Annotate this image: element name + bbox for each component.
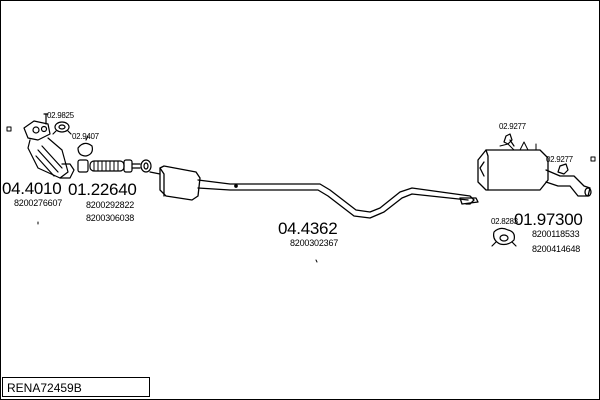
gasket-fitting-1 [52,121,72,135]
part-number-label: 01.22640 [68,180,137,199]
leader-dot [315,259,318,263]
catalytic-converter-part [23,113,75,179]
oe-number-label: 8200414648 [532,244,581,254]
oe-number-label: 8200292822 [86,200,135,210]
rear-silencer-part [477,141,592,197]
flex-pipe-part [77,159,152,173]
oe-number-label: 8200302367 [290,238,339,248]
fitting-number-label: 02.9407 [72,132,99,141]
rubber-mount-fitting [491,227,517,247]
clamp-fitting-1 [77,135,93,157]
corner-mark-right [590,156,596,162]
part-number-label: 01.97300 [514,210,583,229]
oe-number-label: 8200276607 [14,198,63,208]
corner-mark-left [6,126,12,132]
hanger-fitting-2 [557,163,569,175]
oe-number-label: 8200118533 [532,229,580,239]
fitting-number-label: 02.9277 [499,122,526,131]
hanger-fitting-1 [503,133,515,147]
fitting-number-label: 02.9277 [546,155,573,164]
middle-pipe-part [149,165,479,219]
reference-box: RENA72459B [2,377,150,397]
fitting-number-label: 02.8283 [491,217,518,226]
reference-code: RENA72459B [7,381,82,395]
part-number-label: 04.4010 [2,179,62,198]
fitting-number-label: 02.9825 [47,111,74,120]
oe-number-label: 8200306038 [86,213,135,223]
part-number-label: 04.4362 [278,219,338,238]
